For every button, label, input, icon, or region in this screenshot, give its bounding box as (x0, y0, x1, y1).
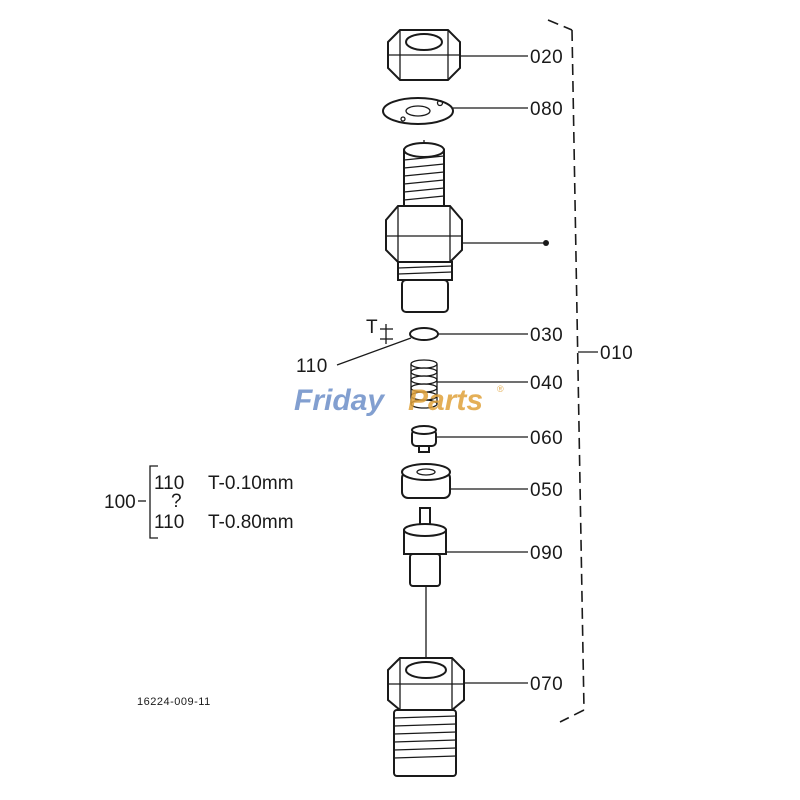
watermark-logo: Friday Parts ® (294, 384, 504, 417)
variant-row1-part: 110 (154, 473, 184, 494)
callout-080: 080 (530, 99, 563, 120)
variant-row1-spec: T-0.10mm (208, 473, 294, 494)
nozzle-holder-body (385, 142, 463, 313)
callout-090: 090 (530, 543, 563, 564)
callout-030: 030 (530, 325, 563, 346)
nozzle-090 (403, 507, 447, 587)
watermark-word-2: Parts (408, 384, 483, 417)
spring-040 (410, 359, 438, 409)
washer-080 (382, 97, 454, 125)
variant-row2-part: 110 (154, 512, 184, 533)
assembly-bracket-010 (547, 19, 598, 723)
callout-040: 040 (530, 373, 563, 394)
drawing-number: 16224-009-11 (137, 696, 211, 708)
callout-050: 050 (530, 480, 563, 501)
spring-seat-060 (411, 425, 437, 453)
leader-dot (543, 240, 549, 246)
thickness-label: T (366, 317, 378, 338)
shim-variant-table: 100 110 T-0.10mm ? 110 T-0.80mm (104, 465, 294, 539)
variant-range-mark: ? (171, 491, 182, 512)
variant-row2-spec: T-0.80mm (208, 512, 294, 533)
watermark-word-1: Friday (294, 384, 385, 417)
leader-lines (336, 55, 544, 684)
shim-030 (409, 327, 439, 341)
callout-010: 010 (600, 343, 633, 364)
retaining-nut-070 (387, 657, 465, 777)
distance-piece-050 (401, 463, 451, 499)
callout-020: 020 (530, 47, 563, 68)
thickness-dimension-mark (380, 324, 393, 344)
variant-group-number: 100 (104, 492, 136, 513)
callout-060: 060 (530, 428, 563, 449)
callout-070: 070 (530, 674, 563, 695)
hex-nut-020 (387, 29, 461, 81)
watermark-registered-mark: ® (497, 384, 504, 394)
callout-110: 110 (296, 356, 328, 377)
